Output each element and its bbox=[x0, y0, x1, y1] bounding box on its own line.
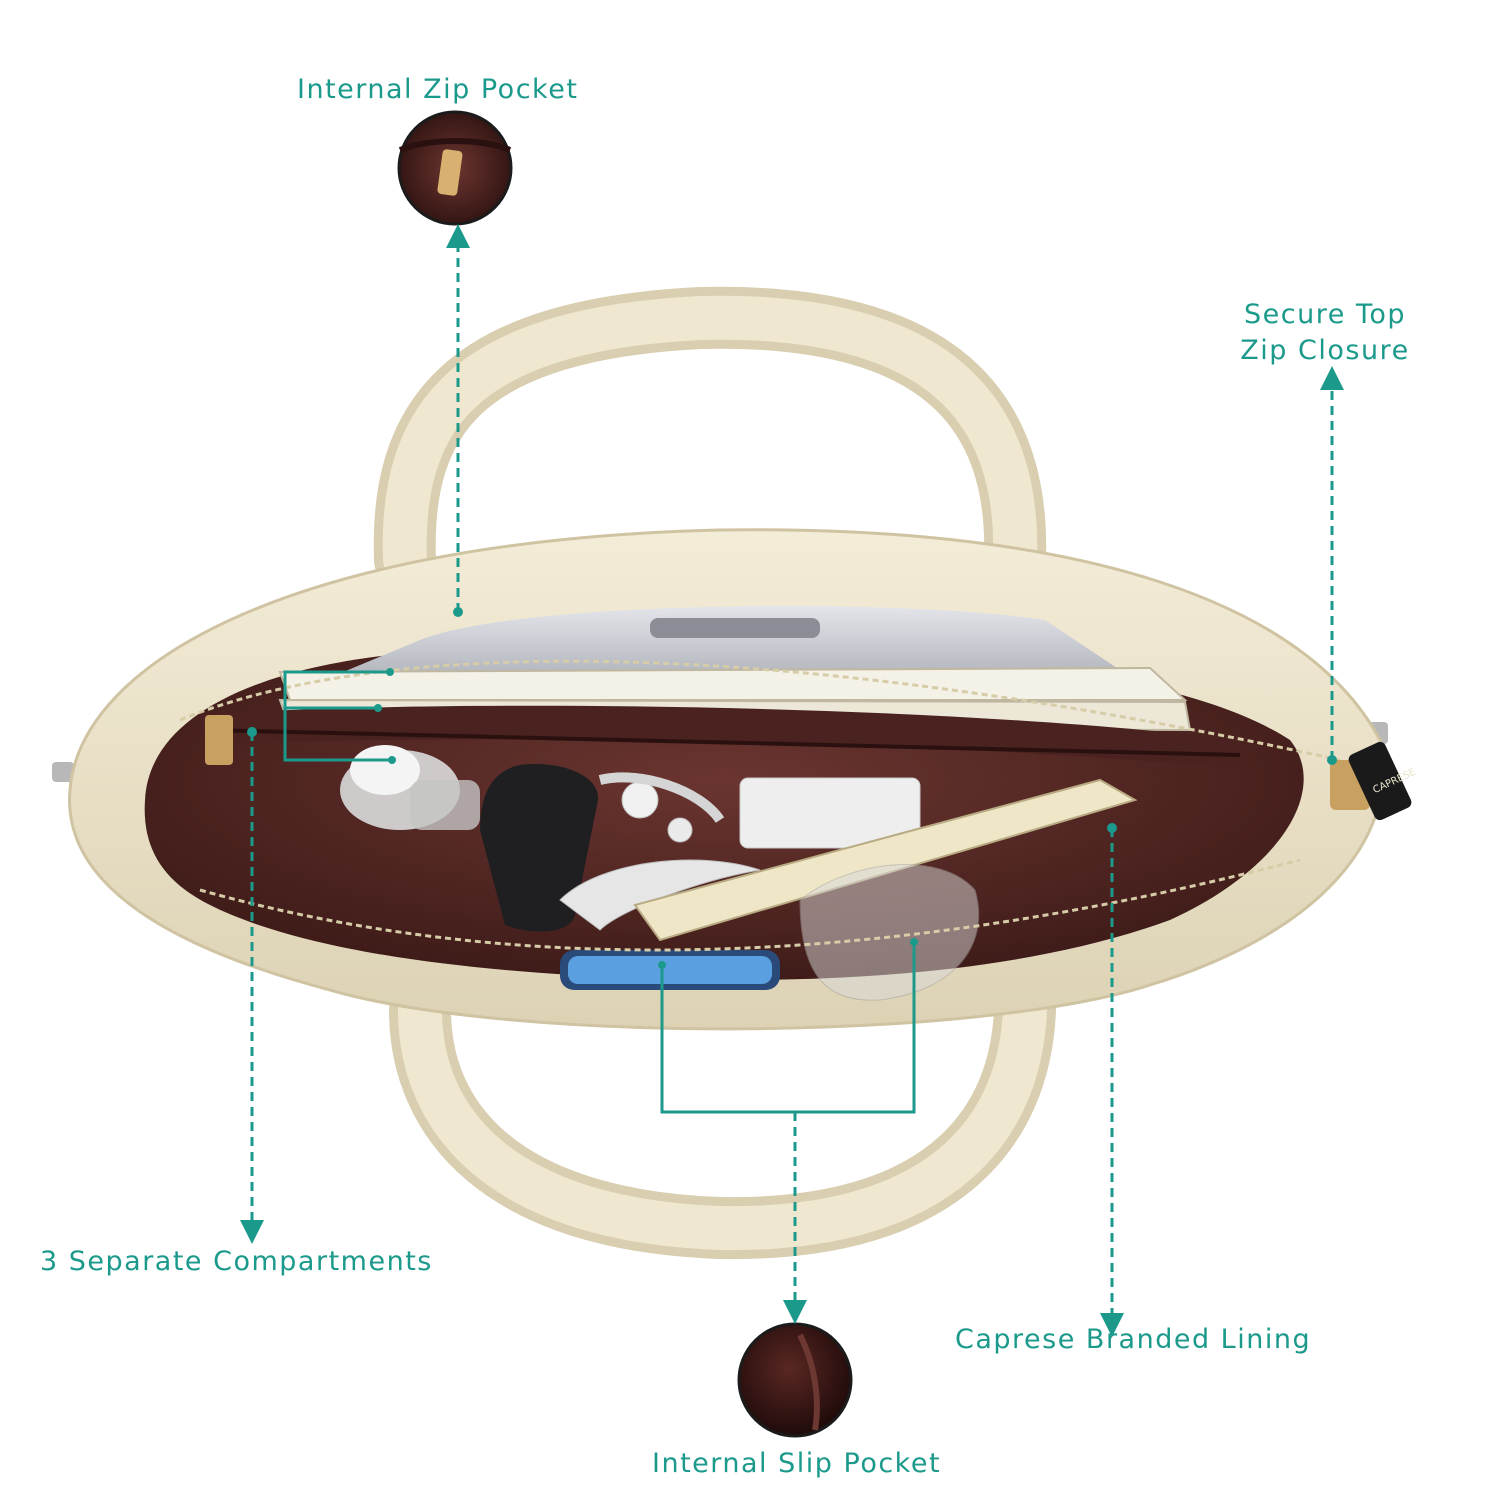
inner-zip-puller bbox=[205, 715, 233, 765]
clear-pouch bbox=[799, 864, 980, 1001]
black-pouch bbox=[480, 764, 599, 932]
glass-bottle bbox=[340, 745, 480, 830]
callout-lines bbox=[240, 224, 1344, 1337]
tilted-notebook bbox=[633, 778, 1138, 942]
zip-pocket-thumbnail bbox=[397, 110, 513, 226]
charger-and-cables bbox=[559, 772, 921, 931]
label-three-compartments: 3 Separate Compartments bbox=[40, 1246, 433, 1277]
bottom-handle bbox=[389, 979, 1056, 1260]
label-secure-top-line2: Zip Closure bbox=[1240, 335, 1410, 366]
label-branded-lining: Caprese Branded Lining bbox=[955, 1324, 1312, 1355]
left-strap-ring bbox=[52, 762, 74, 782]
label-internal-zip-pocket: Internal Zip Pocket bbox=[297, 74, 579, 105]
smartphone bbox=[560, 950, 780, 990]
top-zip-puller bbox=[1330, 741, 1412, 821]
label-secure-top-line1: Secure Top bbox=[1244, 299, 1406, 330]
inner-zip-panel bbox=[200, 705, 1250, 770]
label-internal-slip-pocket: Internal Slip Pocket bbox=[652, 1448, 942, 1479]
top-handle bbox=[373, 286, 1047, 591]
label-secure-top-zip: Secure Top Zip Closure bbox=[1225, 297, 1425, 369]
slip-pocket-thumbnail bbox=[737, 1322, 853, 1438]
notebook-top bbox=[278, 666, 1188, 701]
